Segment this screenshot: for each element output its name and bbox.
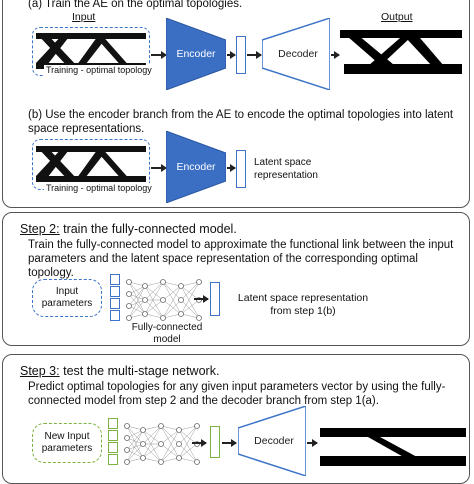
latent-space-label-2: Latent space representation from step 1(… <box>237 292 369 317</box>
encoder-label-a: Encoder <box>176 48 216 60</box>
latent-vector-a <box>236 36 246 74</box>
arrow-encoder-to-latent-a <box>227 51 236 58</box>
fully-connected-network-icon-3 <box>124 423 200 465</box>
step-3-description: Predict optimal topologies for any given… <box>28 381 446 407</box>
latent-space-label-b: Latent space representation <box>254 157 318 181</box>
input-parameters-box <box>32 279 102 317</box>
arrow-fc-to-latent-2 <box>194 295 209 302</box>
step-1a-text: (a) Train the AE on the optimal topologi… <box>28 0 243 10</box>
step-2-prefix: Step 2: <box>20 222 60 236</box>
output-label: Output <box>381 11 413 23</box>
input-parameters-label: Input parameters <box>41 286 93 309</box>
encoder-trapezoid-a <box>166 18 226 90</box>
new-input-parameters-label: New Input parameters <box>41 431 93 454</box>
arrow-latent-to-decoder <box>247 51 262 58</box>
step-3-title-rest: test the multi-stage network. <box>59 364 220 378</box>
encoder-trapezoid-b <box>166 131 226 203</box>
input-vector-3 <box>108 418 118 466</box>
decoder-trapezoid-a <box>262 18 330 90</box>
optimal-topology-image-a <box>36 33 146 69</box>
step-2-description: Train the fully-connected model to appro… <box>28 239 454 279</box>
input-vector-2 <box>110 274 120 322</box>
predicted-topology-image <box>320 428 466 466</box>
encoder-label-b: Encoder <box>176 161 216 173</box>
new-input-parameters-box <box>32 423 102 463</box>
output-topology-image <box>340 30 462 74</box>
fully-connected-caption: Fully-connected model <box>131 322 203 345</box>
training-caption-a: Training - optimal topology <box>44 65 154 76</box>
input-label: Input <box>72 11 96 23</box>
training-caption-b: Training - optimal topology <box>44 183 154 194</box>
optimal-topology-image-b <box>36 146 146 182</box>
arrow-fc-to-latent-3 <box>192 439 207 446</box>
step-2-title: Step 2: train the fully-connected model. <box>20 222 237 236</box>
latent-vector-b <box>236 150 246 188</box>
step-1b-text: (b) Use the encoder branch from the AE t… <box>28 109 454 135</box>
decoder-label-a: Decoder <box>278 48 318 60</box>
decoder-label-3: Decoder <box>254 435 294 447</box>
step-2-title-rest: train the fully-connected model. <box>59 222 237 236</box>
arrow-decoder-to-output <box>331 51 340 58</box>
arrow-encoder-to-latent-b <box>227 164 236 171</box>
fully-connected-network-icon-2 <box>126 279 202 321</box>
latent-vector-2 <box>210 282 220 316</box>
step-3-prefix: Step 3: <box>20 364 60 378</box>
arrow-latent-to-decoder-3 <box>222 439 237 446</box>
step-3-title: Step 3: test the multi-stage network. <box>20 364 219 378</box>
latent-vector-3 <box>210 426 220 458</box>
arrow-decoder-to-output-3 <box>307 439 318 446</box>
arrow-input-to-encoder-b <box>151 164 167 171</box>
arrow-input-to-encoder <box>151 51 167 58</box>
decoder-trapezoid-3 <box>238 406 306 476</box>
